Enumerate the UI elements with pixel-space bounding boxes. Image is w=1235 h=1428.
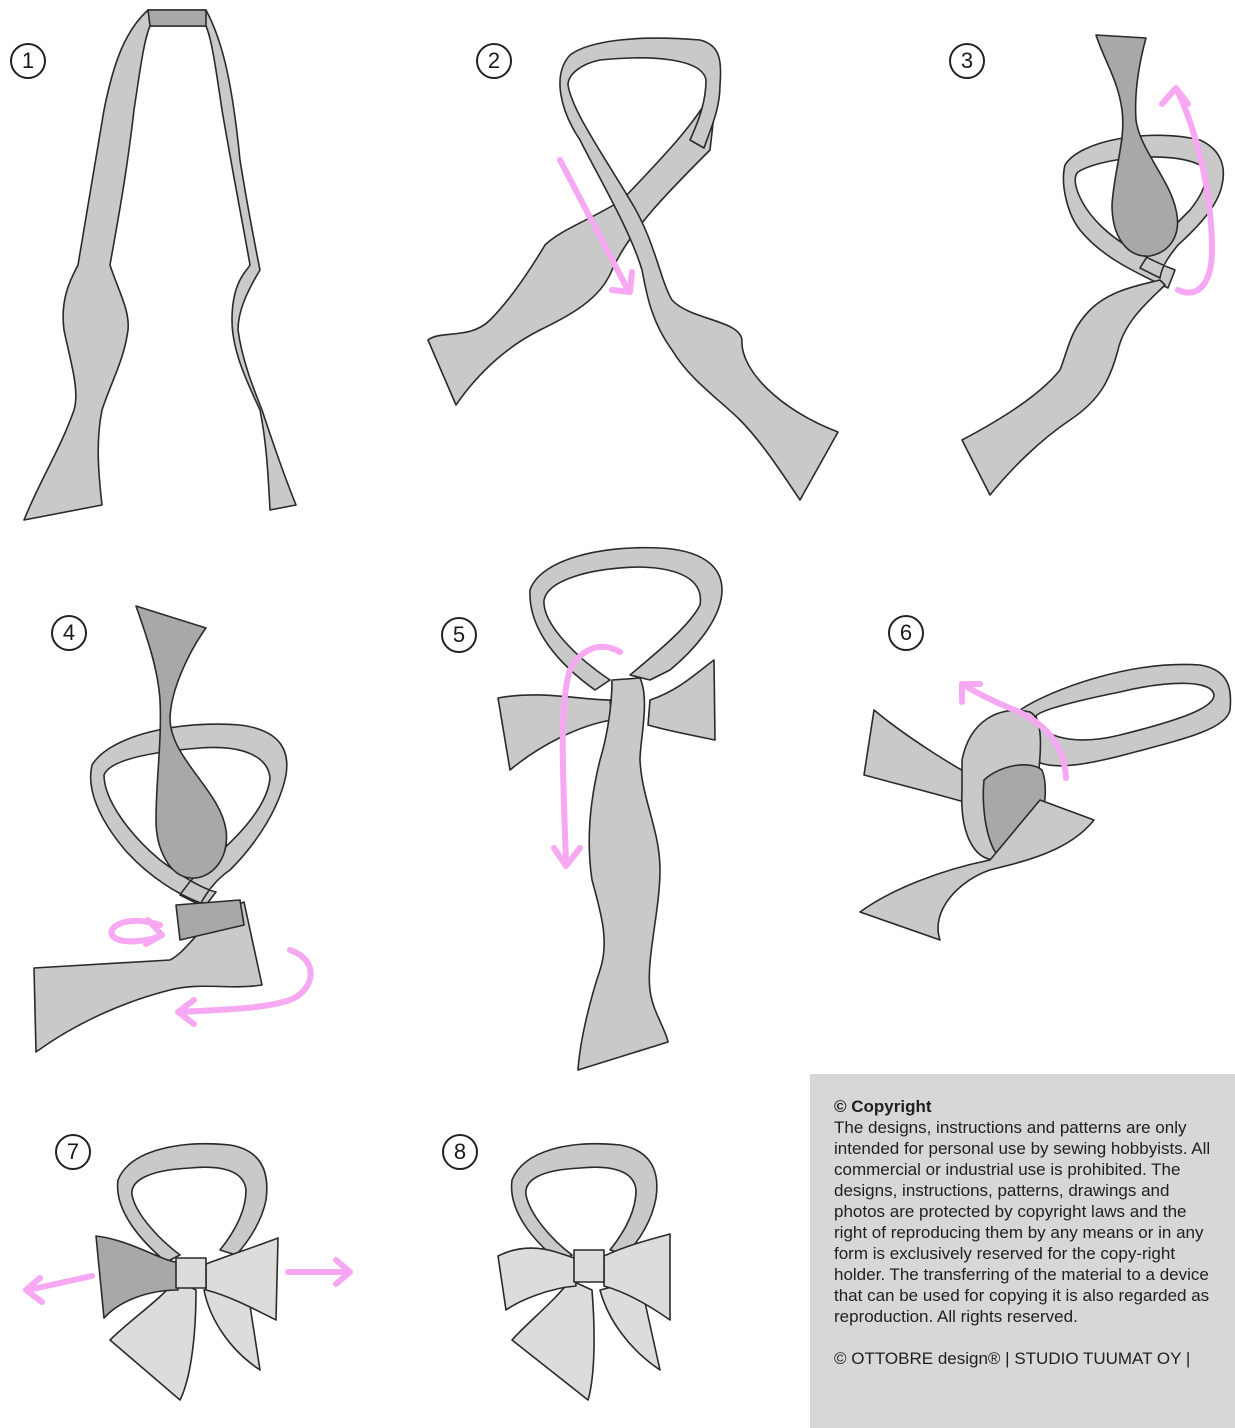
step-8-illustration (498, 1144, 670, 1400)
copyright-box: © Copyright The designs, instructions an… (810, 1074, 1235, 1428)
step-5-illustration (498, 548, 722, 1070)
step-2-illustration (428, 38, 838, 500)
step-6-illustration (860, 664, 1231, 940)
step-number-6: 6 (888, 615, 924, 651)
step-number-3: 3 (949, 43, 985, 79)
step-7-knot (176, 1258, 206, 1288)
step-number-8: 8 (442, 1134, 478, 1170)
step-8-knot (574, 1250, 604, 1282)
copyright-title: © Copyright (834, 1096, 1221, 1117)
step-number-2: 2 (476, 43, 512, 79)
copyright-footer: © OTTOBRE design® | STUDIO TUUMAT OY | (834, 1348, 1221, 1369)
step-7-illustration (26, 1144, 350, 1400)
step-1-illustration (24, 10, 296, 520)
step-6-loop (1019, 664, 1230, 765)
step-1-strap (24, 10, 296, 520)
step-number-5: 5 (441, 617, 477, 653)
step-5-loop (530, 548, 722, 690)
copyright-body: The designs, instructions and patterns a… (834, 1117, 1221, 1327)
step-4-illustration (34, 606, 311, 1052)
step-7-neck-loop (118, 1144, 267, 1262)
step-3-arrow (1178, 92, 1212, 293)
step-number-7: 7 (55, 1134, 91, 1170)
step-number-4: 4 (51, 615, 87, 651)
step-5-long-end (578, 678, 668, 1070)
step-3-arrowhead (1162, 88, 1188, 104)
step-1-neck-band (148, 10, 206, 26)
step-number-1: 1 (10, 43, 46, 79)
step-3-illustration (962, 35, 1223, 495)
step-3-long-end (962, 280, 1165, 495)
